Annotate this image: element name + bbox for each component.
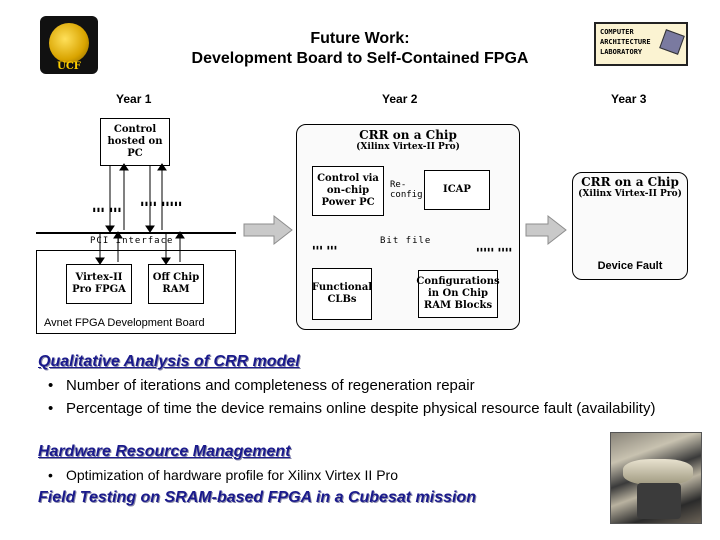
progression-arrows xyxy=(243,214,567,246)
bullet-availability-text: Percentage of time the device remains on… xyxy=(66,400,656,417)
pegasus-seal-icon xyxy=(49,23,89,63)
ucf-logo: UCF xyxy=(40,16,98,74)
pci-bus-line xyxy=(36,232,236,234)
satellite-panel-shape xyxy=(623,459,693,485)
year-2-label: Year 2 xyxy=(382,92,418,106)
year3-chip-subtitle: (Xilinx Virtex-II Pro) xyxy=(578,189,682,199)
logo-line-2: ARCHITECTURE xyxy=(600,38,651,46)
reconfig-label: Re-config xyxy=(390,180,423,200)
year1-arrows xyxy=(95,163,185,265)
heading-field-testing: Field Testing on SRAM-based FPGA in a Cu… xyxy=(38,489,476,506)
bullet-iterations: • Number of iterations and completeness o… xyxy=(48,377,475,395)
year2-chip-title: CRR on a Chip xyxy=(359,128,457,142)
avnet-board-frame xyxy=(36,250,236,334)
config-ram-blocks-box: Configurations in On Chip RAM Blocks xyxy=(416,270,500,318)
logo-line-3: LABORATORY xyxy=(600,48,643,56)
year2-signal-label-right: ▮▮▮▮ ▮▮▮▮▮ xyxy=(476,246,513,253)
year-3-label: Year 3 xyxy=(611,92,647,106)
year1-virtex-box: Virtex-II Pro FPGA xyxy=(66,264,132,304)
functional-clbs-box: Functional CLBs xyxy=(312,268,372,320)
year1-control-pc-box: Control hosted on PC xyxy=(100,118,170,166)
icap-box: ICAP xyxy=(424,170,490,210)
ucf-logo-text: UCF xyxy=(57,61,81,72)
bullet-dot-icon: • xyxy=(48,467,53,483)
avnet-board-label: Avnet FPGA Development Board xyxy=(44,317,205,329)
cubesat-photo xyxy=(610,432,702,524)
year1-ram-box: Off Chip RAM xyxy=(148,264,204,304)
computer-architecture-lab-logo: COMPUTER ARCHITECTURE LABORATORY xyxy=(594,22,688,66)
year1-signal-label-right: ▮▮▮▮▮ ▮▮▮▮ xyxy=(140,200,183,208)
year-1-label: Year 1 xyxy=(116,92,152,106)
satellite-body-shape xyxy=(637,483,681,519)
year2-powerpc-box: Control via on-chip Power PC xyxy=(312,166,384,216)
slide-title-line2: Development Board to Self-Contained FPGA xyxy=(191,50,529,67)
year1-signal-label-left: ▮▮▮ ▮▮▮ xyxy=(92,206,122,214)
year2-signal-label-left: ▮▮▮ ▮▮▮ xyxy=(312,244,338,251)
heading-qualitative-analysis: Qualitative Analysis of CRR model xyxy=(38,353,300,370)
bullet-availability: • Percentage of time the device remains o… xyxy=(48,400,658,418)
year3-chip-frame xyxy=(572,172,688,280)
bullet-dot-icon: • xyxy=(48,400,54,417)
bullet-optimization: • Optimization of hardware profile for Xi… xyxy=(48,466,398,484)
bullet-dot-icon: • xyxy=(48,377,54,394)
device-fault-label: Device Fault xyxy=(597,260,663,272)
slide-title-line1: Future Work: xyxy=(310,30,410,47)
year2-chip-subtitle: (Xilinx Virtex-II Pro) xyxy=(356,142,460,152)
bullet-iterations-text: Number of iterations and completeness of… xyxy=(66,377,475,394)
heading-hardware-resource-management: Hardware Resource Management xyxy=(38,443,291,460)
pci-interface-label: PCI Interface xyxy=(90,236,174,246)
year3-chip-title: CRR on a Chip xyxy=(581,175,679,189)
logo-line-1: COMPUTER xyxy=(600,28,634,36)
bitfile-label: Bit file xyxy=(380,236,432,246)
bullet-optimization-text: Optimization of hardware profile for Xil… xyxy=(66,467,398,483)
